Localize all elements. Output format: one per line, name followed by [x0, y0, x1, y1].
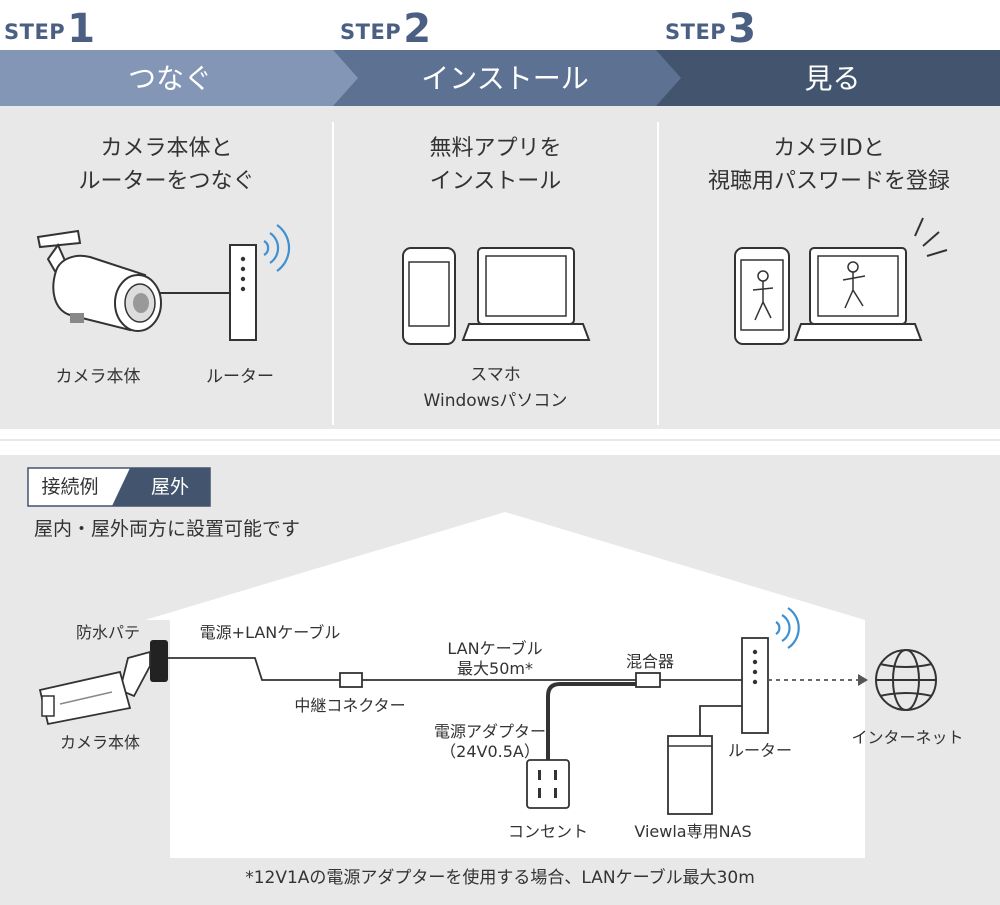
relay-connector-icon: [339, 672, 363, 688]
step2-description: 無料アプリをインストール: [429, 136, 562, 194]
phone-pc-illustration: [402, 247, 591, 345]
smartphone-icon: [402, 247, 456, 345]
alert-lines-icon: [914, 217, 948, 257]
step3-label: STEP3: [665, 6, 757, 52]
laptop-view-icon: [793, 247, 923, 341]
label-nas: Viewla専用NAS: [634, 822, 752, 841]
tag-connection-example: 接続例: [41, 476, 99, 498]
wifi-icon: [263, 224, 291, 272]
outlet-icon: [526, 759, 570, 809]
camera-icon: [36, 229, 162, 332]
caption-smartphone: スマホ: [470, 365, 521, 385]
caption-windows-pc: Windowsパソコン: [423, 391, 568, 411]
step1-banner: [0, 50, 360, 106]
caption-router: ルーター: [206, 367, 274, 387]
caption-camera: カメラ本体: [55, 367, 141, 387]
footnote: *12V1Aの電源アダプターを使用する場合、LANケーブル最大30m: [245, 868, 755, 888]
router-icon: [229, 244, 257, 341]
step2-title: インストール: [421, 62, 589, 95]
step3-description: カメラIDと視聴用パスワードを登録: [707, 136, 950, 194]
adapter-cable: [546, 682, 636, 760]
step1-description: カメラ本体とルーターをつなぐ: [78, 136, 255, 194]
label-lan-cable: LANケーブル: [447, 639, 543, 658]
step2-label: STEP2: [340, 6, 432, 52]
step2-banner: [333, 50, 685, 106]
step3-title: 見る: [804, 62, 861, 95]
label-power-lan-cable: 電源+LANケーブル: [199, 623, 341, 642]
label-diagram-router: ルーター: [727, 741, 792, 760]
label-mixer: 混合器: [625, 652, 674, 671]
label-adapter-spec: （24V0.5A）: [440, 742, 540, 761]
diagram-wifi-icon: [775, 607, 800, 649]
tag-dark: [112, 468, 210, 506]
globe-icon: [875, 649, 937, 711]
mixer-icon: [635, 672, 661, 688]
nas-cable: [699, 705, 742, 736]
label-internet: インターネット: [851, 728, 964, 747]
label-putty: 防水パテ: [75, 623, 140, 642]
nas-icon: [667, 735, 713, 815]
step3-banner: [656, 50, 1000, 106]
label-lan-cable-max: 最大50m*: [457, 659, 533, 678]
label-adapter: 電源アダプター: [433, 722, 546, 741]
step1-label: STEP1: [4, 6, 96, 52]
step1-title: つなぐ: [127, 62, 212, 95]
label-relay-connector: 中継コネクター: [294, 696, 406, 715]
viewing-illustration: [734, 217, 948, 345]
camera-router-illustration: [36, 224, 291, 341]
connection-diagram: [38, 607, 937, 815]
power-lan-cable: [168, 657, 340, 681]
tag-outdoor: 屋外: [150, 476, 189, 498]
example-subtitle: 屋内・屋外両方に設置可能です: [34, 518, 301, 540]
smartphone-view-icon: [734, 247, 790, 345]
label-outlet: コンセント: [507, 822, 588, 841]
outdoor-camera-icon: [38, 640, 168, 726]
diagram-router-icon: [741, 637, 769, 734]
laptop-icon: [461, 247, 591, 341]
label-diagram-camera: カメラ本体: [59, 733, 140, 752]
